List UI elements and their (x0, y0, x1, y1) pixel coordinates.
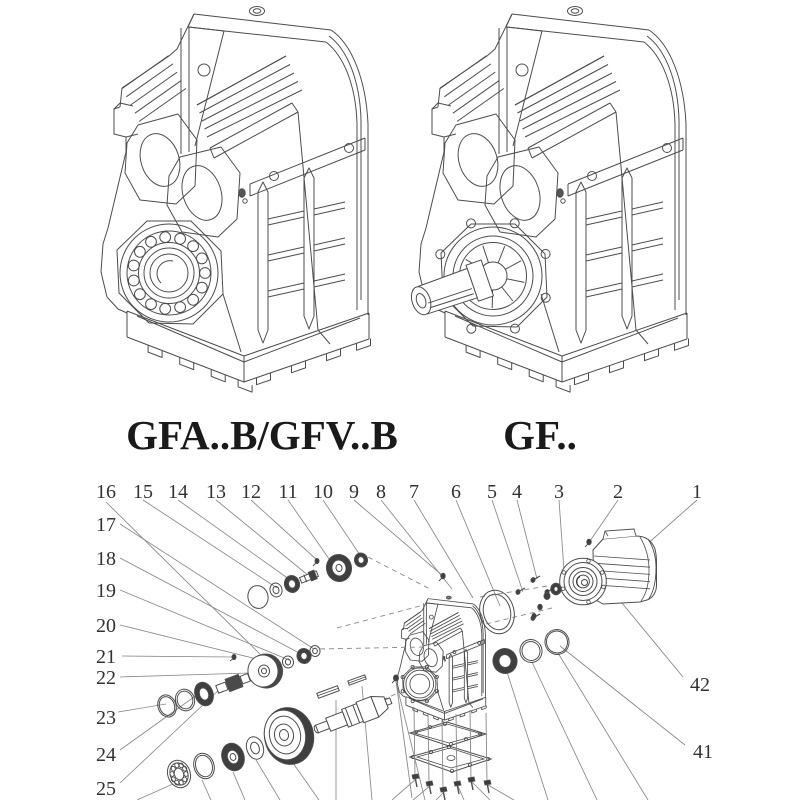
svg-text:13: 13 (206, 481, 226, 503)
svg-text:41: 41 (693, 741, 713, 763)
svg-text:14: 14 (168, 481, 188, 503)
svg-text:2: 2 (613, 481, 623, 503)
svg-text:4: 4 (512, 481, 522, 503)
svg-text:18: 18 (96, 548, 116, 570)
svg-text:8: 8 (376, 481, 386, 503)
svg-text:42: 42 (690, 674, 710, 696)
svg-text:23: 23 (96, 707, 116, 729)
svg-text:GF..: GF.. (503, 412, 577, 458)
svg-text:10: 10 (313, 481, 333, 503)
svg-text:6: 6 (451, 481, 461, 503)
svg-text:20: 20 (96, 615, 116, 637)
svg-text:19: 19 (96, 580, 116, 602)
svg-text:5: 5 (487, 481, 497, 503)
svg-text:12: 12 (241, 481, 261, 503)
svg-text:15: 15 (133, 481, 153, 503)
svg-text:7: 7 (409, 481, 419, 503)
svg-text:25: 25 (96, 778, 116, 800)
svg-text:21: 21 (96, 646, 116, 668)
svg-text:22: 22 (96, 667, 116, 689)
svg-text:3: 3 (554, 481, 564, 503)
svg-text:11: 11 (278, 481, 297, 503)
svg-text:16: 16 (96, 481, 116, 503)
svg-text:GFA..B/GFV..B: GFA..B/GFV..B (126, 412, 398, 458)
svg-text:1: 1 (692, 481, 702, 503)
svg-text:24: 24 (96, 744, 116, 766)
svg-text:9: 9 (349, 481, 359, 503)
svg-text:17: 17 (96, 514, 116, 536)
